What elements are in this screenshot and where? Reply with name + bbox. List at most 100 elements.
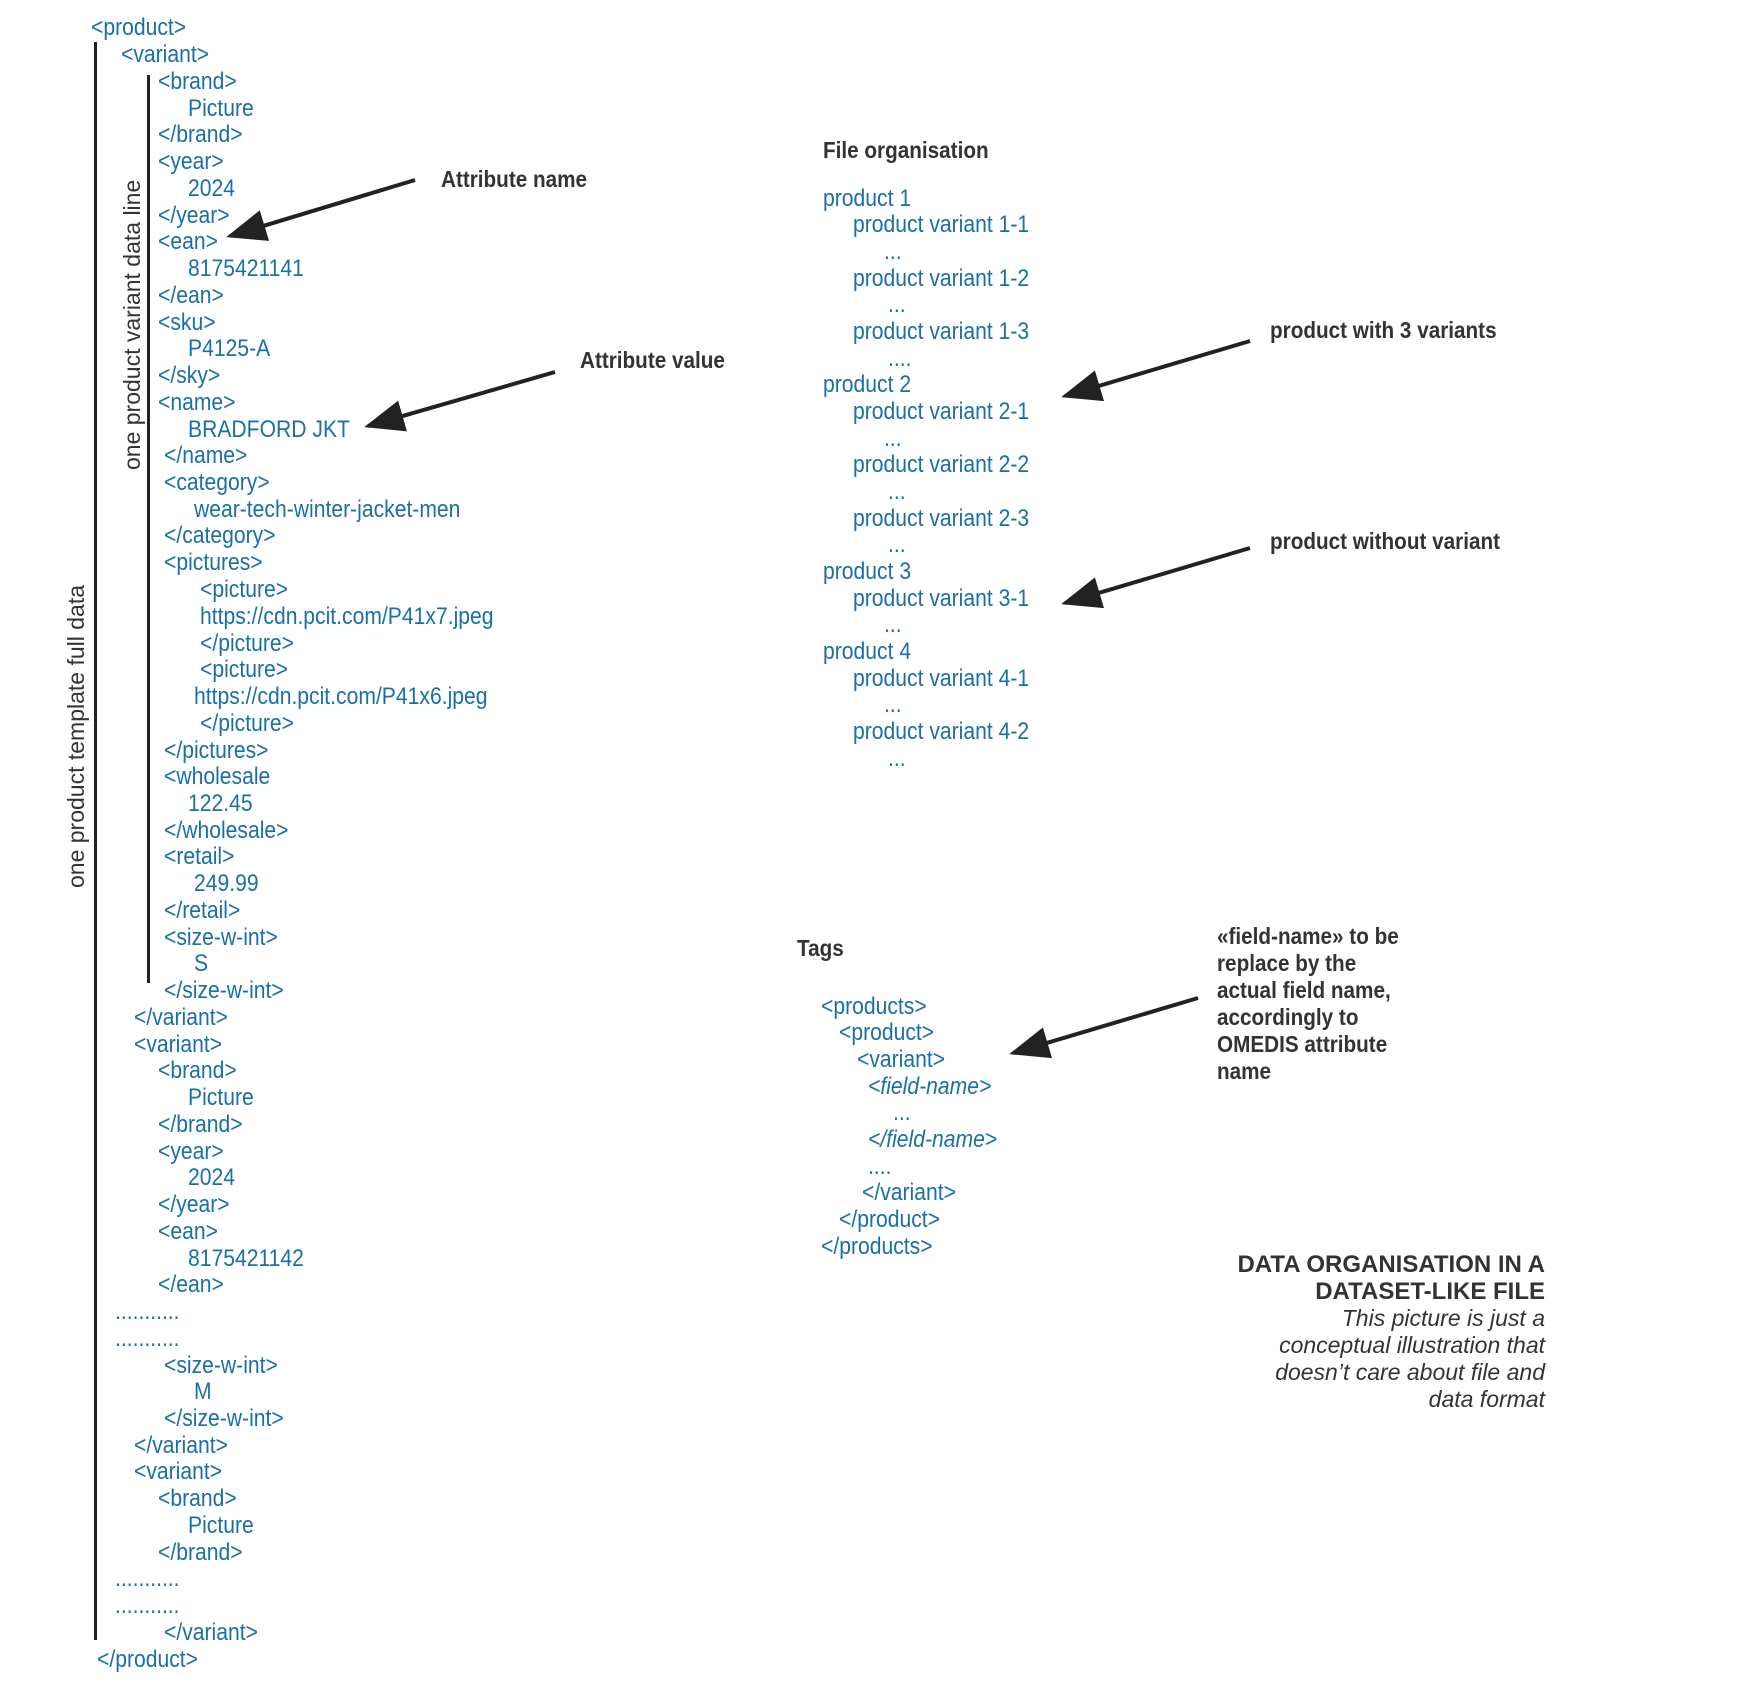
xml-line: <ean> xyxy=(158,228,218,255)
xml-line: </variant> xyxy=(134,1432,228,1459)
xml-line: </product> xyxy=(97,1646,198,1673)
xml-line: </wholesale> xyxy=(164,817,289,844)
xml-line: 2024 xyxy=(188,1164,235,1191)
xml-line: ........... xyxy=(115,1298,180,1325)
subtitle-line-1: This picture is just a xyxy=(1341,1305,1545,1331)
title-line-2: DATASET-LIKE FILE xyxy=(1315,1278,1545,1305)
arrow-attribute-value xyxy=(364,370,556,432)
xml-line: <name> xyxy=(158,389,236,416)
arrow-without-variant xyxy=(1061,546,1251,609)
xml-line: </ean> xyxy=(158,1271,224,1298)
tags-line: <products> xyxy=(821,993,927,1020)
file-org-line: product variant 1-1 xyxy=(853,211,1030,238)
with-variants-label: product with 3 variants xyxy=(1270,317,1497,343)
arrow-field-name xyxy=(1009,996,1199,1059)
tags-line: </variant> xyxy=(862,1179,956,1206)
file-org-line: product variant 2-2 xyxy=(853,451,1030,478)
field-name-note: «field-name» to be replace by the actual… xyxy=(1217,923,1399,1084)
file-org-line: product 1 xyxy=(823,185,912,212)
xml-line: </brand> xyxy=(158,121,243,148)
file-org-line: product 2 xyxy=(823,371,912,398)
xml-line: <size-w-int> xyxy=(164,924,278,951)
tags-line: </field-name> xyxy=(868,1126,998,1153)
xml-line: <product> xyxy=(91,14,187,41)
tags-heading: Tags xyxy=(797,935,844,961)
xml-line: </ean> xyxy=(158,282,224,309)
xml-line: M xyxy=(194,1378,212,1405)
title-line-1: DATA ORGANISATION IN A xyxy=(1237,1251,1545,1278)
xml-line: <sku> xyxy=(158,309,216,336)
template-bracket-line xyxy=(94,42,97,1640)
xml-line: </year> xyxy=(158,1191,230,1218)
xml-line: ........... xyxy=(115,1592,180,1619)
file-org-line: ... xyxy=(888,291,906,318)
file-org-line: ... xyxy=(888,478,906,505)
tags-line: .... xyxy=(868,1153,892,1180)
xml-line: </brand> xyxy=(158,1111,243,1138)
xml-line: <brand> xyxy=(158,1057,237,1084)
xml-line: </variant> xyxy=(134,1004,228,1031)
file-org-line: product 4 xyxy=(823,638,912,665)
xml-line: wear-tech-winter-jacket-men xyxy=(194,496,461,523)
xml-line: 8175421142 xyxy=(188,1245,304,1272)
xml-line: <brand> xyxy=(158,1485,237,1512)
diagram-title: DATA ORGANISATION IN A DATASET-LIKE FILE… xyxy=(1225,1251,1545,1413)
file-org-line: ... xyxy=(884,611,902,638)
without-variant-label: product without variant xyxy=(1270,528,1501,554)
xml-line: S xyxy=(194,950,209,977)
xml-line: </category> xyxy=(164,522,276,549)
subtitle-line-2: conceptual illustration that xyxy=(1279,1332,1545,1358)
xml-line: <picture> xyxy=(200,576,289,603)
attribute-name-label: Attribute name xyxy=(441,166,588,192)
xml-line: </picture> xyxy=(200,630,294,657)
file-org-line: product variant 1-2 xyxy=(853,265,1030,292)
xml-line: https://cdn.pcit.com/P41x7.jpeg xyxy=(200,603,494,630)
xml-line: <variant> xyxy=(134,1031,223,1058)
xml-line: </size-w-int> xyxy=(164,977,284,1004)
xml-line: P4125-A xyxy=(188,335,271,362)
xml-line: https://cdn.pcit.com/P41x6.jpeg xyxy=(194,683,488,710)
xml-line: <pictures> xyxy=(164,549,263,576)
tags-line: <product> xyxy=(839,1019,935,1046)
xml-line: </year> xyxy=(158,202,230,229)
tags-line: <variant> xyxy=(857,1046,946,1073)
xml-line: <year> xyxy=(158,148,224,175)
xml-line: <ean> xyxy=(158,1218,218,1245)
xml-line: <brand> xyxy=(158,68,237,95)
xml-line: Picture xyxy=(188,1084,254,1111)
file-org-line: product variant 4-1 xyxy=(853,665,1030,692)
file-org-line: ... xyxy=(888,531,906,558)
xml-line: </variant> xyxy=(164,1619,258,1646)
file-org-line: product variant 2-3 xyxy=(853,505,1030,532)
xml-line: 8175421141 xyxy=(188,255,304,282)
xml-line: </brand> xyxy=(158,1539,243,1566)
file-org-line: ... xyxy=(884,691,902,718)
tags-line: <field-name> xyxy=(868,1073,992,1100)
xml-line: </size-w-int> xyxy=(164,1405,284,1432)
xml-line: <retail> xyxy=(164,843,235,870)
xml-line: </name> xyxy=(164,442,248,469)
file-org-line: product variant 3-1 xyxy=(853,585,1030,612)
xml-line: <variant> xyxy=(134,1458,223,1485)
tags-line: ... xyxy=(893,1099,911,1126)
xml-line: <year> xyxy=(158,1138,224,1165)
xml-line: 2024 xyxy=(188,175,235,202)
xml-line: 249.99 xyxy=(194,870,259,897)
xml-line: Picture xyxy=(188,95,254,122)
file-org-line: ... xyxy=(884,238,902,265)
variant-bracket-line xyxy=(147,75,150,983)
tags-line: </product> xyxy=(839,1206,940,1233)
xml-line: </retail> xyxy=(164,897,241,924)
subtitle-line-3: doesn’t care about file and xyxy=(1275,1359,1545,1385)
xml-line: 122.45 xyxy=(188,790,253,817)
file-org-line: product 3 xyxy=(823,558,912,585)
xml-line: <variant> xyxy=(121,41,210,68)
xml-line: <category> xyxy=(164,469,270,496)
xml-line: </pictures> xyxy=(164,737,269,764)
file-organisation-heading: File organisation xyxy=(823,137,989,163)
xml-line: <picture> xyxy=(200,656,289,683)
xml-line: BRADFORD JKT xyxy=(188,416,350,443)
file-org-line: ... xyxy=(884,425,902,452)
xml-line: ........... xyxy=(115,1325,180,1352)
